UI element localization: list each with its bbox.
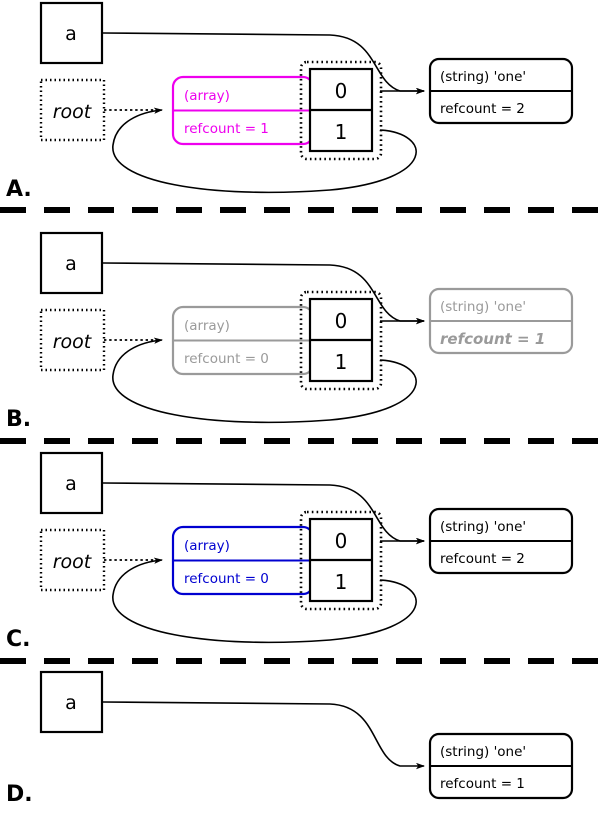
array-type-label: (array) <box>184 538 230 554</box>
edge-a-to-string-a <box>102 32 425 95</box>
variable-box-c: a <box>39 451 104 515</box>
variable-box-a: a <box>39 1 104 65</box>
array-cells-b: 0 1 <box>299 290 383 391</box>
array-cell-index-0: 0 <box>335 529 348 553</box>
array-cell-index-1: 1 <box>335 120 348 144</box>
edge-a-to-string-c <box>102 482 425 545</box>
panel-letter-b: B. <box>6 407 31 432</box>
variable-label: a <box>65 692 77 714</box>
array-cells-c: 0 1 <box>299 510 383 611</box>
array-cell-index-1: 1 <box>335 570 348 594</box>
array-zval-box-a: (array) refcount = 1 <box>171 75 315 146</box>
string-refcount-label: refcount = 2 <box>440 101 525 117</box>
variable-box-d: a <box>39 670 104 734</box>
edge-a-to-string-d <box>102 701 425 770</box>
variable-label: a <box>65 253 77 275</box>
variable-label: a <box>65 23 77 45</box>
string-zval-box-b: (string) 'one' refcount = 1 <box>428 287 574 355</box>
string-refcount-label: refcount = 1 <box>440 330 545 348</box>
edge-a-to-string-b <box>102 262 425 325</box>
panel-b: a root (array) refcount = 0 0 1 <box>6 231 574 432</box>
edge-cell1-selfloop-b <box>112 337 417 424</box>
array-refcount-label: refcount = 1 <box>184 121 269 137</box>
string-zval-box-c: (string) 'one' refcount = 2 <box>428 507 574 575</box>
array-zval-box-b: (array) refcount = 0 <box>171 305 315 376</box>
array-zval-box-c: (array) refcount = 0 <box>171 525 315 596</box>
array-cell-index-1: 1 <box>335 350 348 374</box>
string-type-label: (string) 'one' <box>440 69 526 85</box>
panel-letter-a: A. <box>6 177 32 202</box>
panel-letter-d: D. <box>6 782 33 807</box>
string-zval-box-d: (string) 'one' refcount = 1 <box>428 732 574 800</box>
array-refcount-label: refcount = 0 <box>184 571 269 587</box>
string-zval-box-a: (string) 'one' refcount = 2 <box>428 57 574 125</box>
array-refcount-label: refcount = 0 <box>184 351 269 367</box>
string-refcount-label: refcount = 1 <box>440 776 525 792</box>
root-box-b: root <box>39 308 106 372</box>
array-cells-a: 0 1 <box>299 60 383 161</box>
array-cell-index-0: 0 <box>335 79 348 103</box>
string-type-label: (string) 'one' <box>440 299 526 315</box>
edge-cell1-selfloop-a <box>112 107 417 194</box>
array-type-label: (array) <box>184 318 230 334</box>
panel-c: a root (array) refcount = 0 0 1 <box>6 451 574 652</box>
root-box-c: root <box>39 528 106 592</box>
panel-a: a root (array) refcount = 1 0 1 <box>6 1 574 202</box>
variable-box-b: a <box>39 231 104 295</box>
edge-cell1-selfloop-c <box>112 557 417 644</box>
variable-label: a <box>65 473 77 495</box>
string-refcount-label: refcount = 2 <box>440 551 525 567</box>
root-label: root <box>53 551 93 573</box>
array-type-label: (array) <box>184 88 230 104</box>
root-label: root <box>53 331 93 353</box>
panel-d: a (string) 'one' refcount = 1 D. <box>6 670 574 807</box>
string-type-label: (string) 'one' <box>440 519 526 535</box>
panel-letter-c: C. <box>6 627 31 652</box>
array-cell-index-0: 0 <box>335 309 348 333</box>
root-box-a: root <box>39 78 106 142</box>
string-type-label: (string) 'one' <box>440 744 526 760</box>
root-label: root <box>53 101 93 123</box>
